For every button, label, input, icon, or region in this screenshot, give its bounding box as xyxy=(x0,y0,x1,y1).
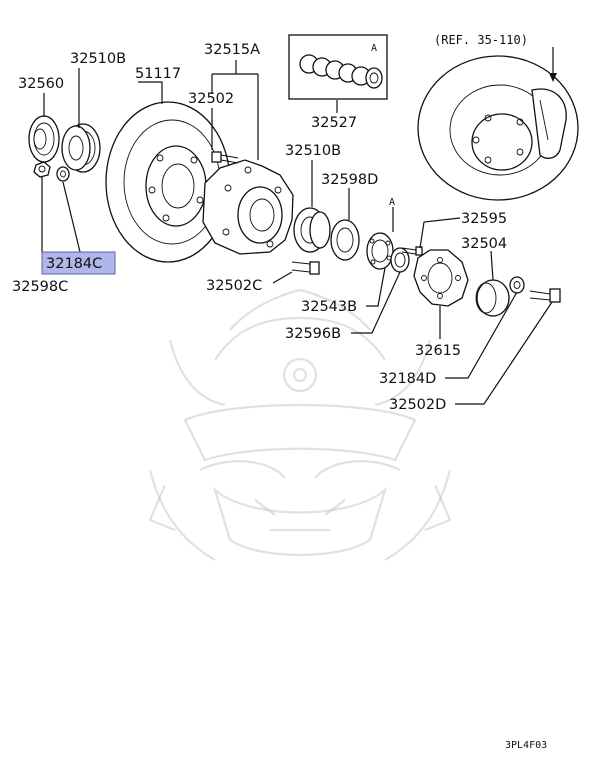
label-32184D[interactable]: 32184D xyxy=(379,371,436,387)
label-51117[interactable]: 51117 xyxy=(135,66,181,82)
hub-32515A xyxy=(202,159,294,255)
label-32502D[interactable]: 32502D xyxy=(389,397,446,413)
label-32560[interactable]: 32560 xyxy=(18,76,64,92)
marker-A-box: A xyxy=(371,43,377,54)
bolt-32502 xyxy=(211,151,239,164)
label-32595[interactable]: 32595 xyxy=(461,211,507,227)
seal-kit-box-32527 xyxy=(288,34,388,100)
marker-A-mid: A xyxy=(389,197,395,208)
reference-note: (REF. 35-110) xyxy=(434,33,528,47)
label-32510B-top[interactable]: 32510B xyxy=(70,51,126,67)
bearing-32510B-inner xyxy=(293,207,331,253)
label-32527[interactable]: 32527 xyxy=(311,115,357,131)
brake-disc-51117 xyxy=(105,101,231,263)
leader-lines xyxy=(41,47,557,405)
highlight-box xyxy=(41,251,116,275)
washer-32184D xyxy=(509,276,525,294)
label-32615[interactable]: 32615 xyxy=(415,343,461,359)
bolt-32502C xyxy=(291,261,320,275)
oil-seal-32560 xyxy=(28,115,60,163)
label-32184C[interactable]: 32184C xyxy=(46,256,102,272)
label-32502[interactable]: 32502 xyxy=(188,91,234,107)
flange-32615 xyxy=(413,249,469,307)
nut-32598C xyxy=(33,161,51,178)
label-32510B-mid[interactable]: 32510B xyxy=(285,143,341,159)
bearing-32543B xyxy=(366,232,394,270)
part-labels: 32510B 32560 51117 32515A 32502 32527 32… xyxy=(12,33,547,751)
washer-32184C xyxy=(56,166,70,182)
label-32596B[interactable]: 32596B xyxy=(285,326,341,342)
screw-32595 xyxy=(401,246,423,256)
seal-32598D xyxy=(330,219,360,261)
label-32598D[interactable]: 32598D xyxy=(321,172,378,188)
bolt-32502D xyxy=(529,288,561,303)
label-32515A[interactable]: 32515A xyxy=(204,42,260,58)
ring-32596B xyxy=(390,247,410,273)
bearing-32510B-outer xyxy=(61,123,101,173)
reference-disc-assembly xyxy=(417,55,579,201)
label-32598C[interactable]: 32598C xyxy=(12,279,68,295)
cap-32504 xyxy=(475,279,510,317)
figure-code: 3PL4F03 xyxy=(505,740,547,751)
label-32502C[interactable]: 32502C xyxy=(206,278,262,294)
label-32543B[interactable]: 32543B xyxy=(301,299,357,315)
label-32504[interactable]: 32504 xyxy=(461,236,507,252)
watermark-samurai-icon xyxy=(148,288,452,561)
